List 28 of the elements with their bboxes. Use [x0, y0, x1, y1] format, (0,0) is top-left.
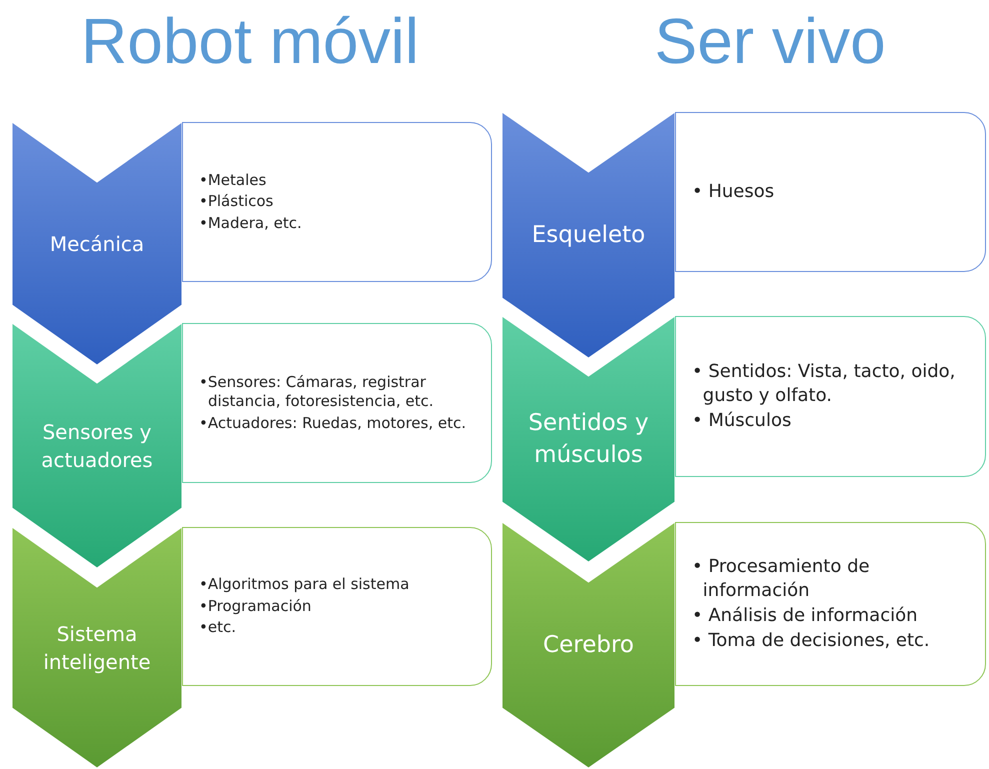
chevron-label: Sentidos y músculos [527, 408, 650, 470]
bullet-item: • Sentidos: Vista, tacto, oido, gusto y olfato. [692, 360, 956, 408]
bullet-item: • Procesamiento de información [692, 555, 871, 602]
text-panel [182, 323, 492, 483]
heading: Robot móvil [81, 4, 419, 78]
bullet-item: • Toma de decisiones, etc. [692, 629, 931, 653]
text-panel [182, 527, 492, 686]
bullet-item: •Madera, etc. [199, 214, 303, 234]
bullet-item: •Sensores: Cámaras, registrar distancia, fotoresistencia, etc. [199, 372, 434, 412]
bullet-item: • Músculos [692, 409, 792, 433]
text-panel [182, 122, 492, 282]
bullet-item: •Actuadores: Ruedas, motores, etc. [199, 414, 468, 434]
text-panel [675, 522, 986, 686]
chevron-label: Sensores y actuadores [40, 418, 154, 474]
bullet-item: •Programación [199, 596, 312, 616]
heading: Ser vivo [654, 4, 886, 78]
bullet-item: • Análisis de información [692, 604, 919, 628]
chevron-label: Esqueleto [530, 220, 646, 250]
bullet-item: •Metales [199, 170, 268, 190]
bullet-item: • Huesos [692, 180, 776, 204]
bullet-item: •etc. [199, 618, 237, 638]
chevron-label: Cerebro [542, 630, 635, 660]
text-panel [675, 316, 986, 477]
chevron-label: Sistema inteligente [42, 620, 152, 676]
text-panel [675, 112, 986, 272]
bullet-item: •Plásticos [199, 192, 274, 212]
chevron-label: Mecánica [48, 230, 146, 258]
bullet-item: •Algoritmos para el sistema [199, 575, 410, 595]
